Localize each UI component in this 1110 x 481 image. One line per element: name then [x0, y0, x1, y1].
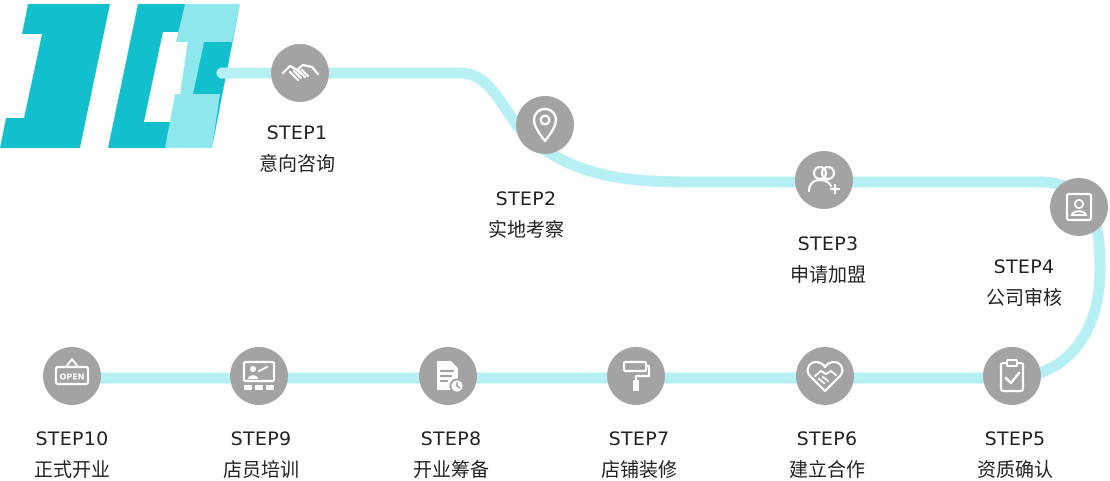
- step-9: STEP9 店员培训: [223, 427, 299, 481]
- step-5: STEP5 资质确认: [977, 427, 1053, 481]
- step-4: STEP4 公司审核: [986, 255, 1062, 311]
- step-name: 正式开业: [33, 459, 111, 481]
- step-7: STEP7 店铺装修: [601, 427, 677, 481]
- step-name: 意向咨询: [258, 153, 336, 175]
- step-label: STEP6: [796, 428, 858, 450]
- step-name: 实地考察: [487, 219, 565, 241]
- step-name: 店铺装修: [600, 459, 678, 481]
- step-label: STEP4: [993, 256, 1055, 278]
- step-2: STEP2 实地考察: [488, 187, 564, 243]
- step-label: STEP3: [797, 233, 859, 255]
- step-name: 公司审核: [985, 287, 1063, 309]
- open-sign-icon: OPEN: [42, 346, 102, 406]
- add-user-icon: [794, 150, 854, 210]
- step-8: STEP8 开业筹备: [413, 427, 489, 481]
- step-label: STEP1: [266, 122, 328, 144]
- step-3: STEP3 申请加盟: [790, 232, 866, 288]
- location-pin-icon: [515, 95, 575, 155]
- step-label: STEP5: [984, 428, 1046, 450]
- clipboard-check-icon: [982, 346, 1042, 406]
- step-label: STEP10: [35, 428, 109, 450]
- heart-handshake-icon: [795, 346, 855, 406]
- profile-card-icon: [1049, 177, 1109, 237]
- step-name: 申请加盟: [789, 264, 867, 286]
- step-label: STEP7: [608, 428, 670, 450]
- step-name: 开业筹备: [412, 459, 490, 481]
- step-count-badge: [0, 4, 240, 148]
- document-clock-icon: [418, 346, 478, 406]
- step-label: STEP8: [420, 428, 482, 450]
- paint-roller-icon: [606, 346, 666, 406]
- step-10: STEP10 正式开业: [34, 427, 110, 481]
- handshake-icon: [270, 43, 330, 103]
- training-board-icon: [229, 346, 289, 406]
- step-label: STEP9: [230, 428, 292, 450]
- step-label: STEP2: [495, 188, 557, 210]
- svg-text:OPEN: OPEN: [60, 373, 85, 382]
- step-name: 店员培训: [222, 459, 300, 481]
- step-name: 资质确认: [976, 459, 1054, 481]
- step-6: STEP6 建立合作: [789, 427, 865, 481]
- step-1: STEP1 意向咨询: [259, 121, 335, 177]
- step-name: 建立合作: [788, 459, 866, 481]
